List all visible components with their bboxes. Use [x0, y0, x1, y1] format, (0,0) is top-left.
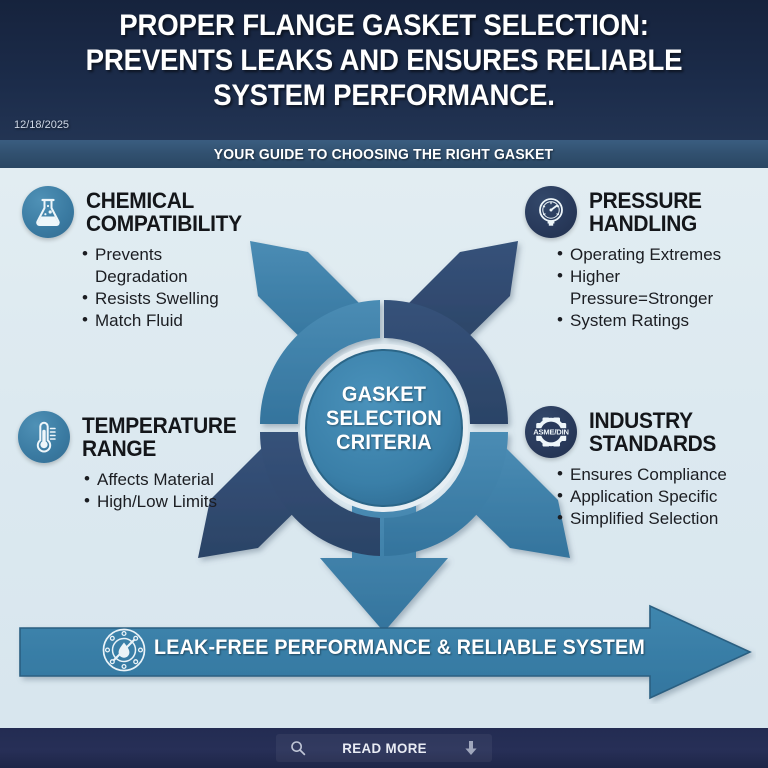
pressure-gauge-icon: [525, 186, 577, 238]
criteria-title: CHEMICAL COMPATIBILITY: [86, 188, 242, 236]
list-item: Match Fluid: [82, 309, 272, 332]
list-item: Simplified Selection: [557, 507, 768, 530]
criteria-header: PRESSURE HANDLING: [525, 186, 768, 238]
criteria-block-chemical-compatibility: CHEMICAL COMPATIBILITY Prevents Degradat…: [22, 186, 292, 332]
flange-seal-icon: [100, 626, 148, 674]
criteria-header: CHEMICAL COMPATIBILITY: [22, 186, 292, 238]
gear-icon: ASME/DIN: [525, 406, 577, 458]
criteria-header: TEMPERATURE RANGE: [18, 411, 288, 463]
criteria-bullet-list: Affects Material High/Low Limits: [84, 468, 288, 513]
arrow-down-icon[interactable]: [464, 740, 478, 756]
main-canvas: GASKET SELECTION CRITERIA CHEMICAL COMPA…: [0, 168, 768, 728]
footer-bar: READ MORE: [0, 728, 768, 768]
list-item: Operating Extremes: [557, 243, 762, 266]
list-item: Affects Material: [84, 468, 288, 491]
list-item: Application Specific: [557, 485, 768, 508]
hub-circle: [305, 349, 463, 507]
criteria-header: ASME/DIN INDUSTRY STANDARDS: [525, 406, 768, 458]
thermometer-icon: [18, 411, 70, 463]
criteria-title: TEMPERATURE RANGE: [82, 413, 237, 461]
banner-arrow-shape: [19, 604, 752, 700]
ring-segment-bottom-left: [259, 432, 380, 556]
criteria-block-pressure-handling: PRESSURE HANDLING Operating Extremes Hig…: [525, 186, 768, 332]
list-item: Higher Pressure=Stronger: [557, 265, 762, 310]
banner-label: LEAK-FREE PERFORMANCE & RELIABLE SYSTEM: [154, 636, 645, 659]
outcome-banner: LEAK-FREE PERFORMANCE & RELIABLE SYSTEM: [14, 600, 756, 704]
list-item: Resists Swelling: [82, 287, 272, 310]
subtitle-bar: YOUR GUIDE TO CHOOSING THE RIGHT GASKET: [0, 140, 768, 168]
header-banner: PROPER FLANGE GASKET SELECTION: PREVENTS…: [0, 0, 768, 140]
publish-date: 12/18/2025: [14, 119, 70, 131]
ring-segment-top-right: [384, 300, 508, 424]
read-more-pill[interactable]: READ MORE: [276, 734, 492, 762]
page-title: PROPER FLANGE GASKET SELECTION: PREVENTS…: [85, 9, 683, 112]
subtitle-text: YOUR GUIDE TO CHOOSING THE RIGHT GASKET: [214, 145, 554, 163]
list-item: Prevents Degradation: [82, 243, 272, 288]
list-item: High/Low Limits: [84, 490, 288, 513]
search-icon[interactable]: [290, 740, 306, 756]
ring-segment-top-left: [260, 300, 380, 424]
svg-text:ASME/DIN: ASME/DIN: [533, 427, 569, 436]
criteria-block-industry-standards: ASME/DIN INDUSTRY STANDARDS Ensures Comp…: [525, 406, 768, 530]
criteria-bullet-list: Operating Extremes Higher Pressure=Stron…: [557, 243, 762, 332]
criteria-title: PRESSURE HANDLING: [589, 188, 702, 236]
criteria-bullet-list: Ensures Compliance Application Specific …: [557, 463, 768, 530]
criteria-bullet-list: Prevents Degradation Resists Swelling Ma…: [82, 243, 272, 332]
criteria-title: INDUSTRY STANDARDS: [589, 408, 717, 456]
criteria-block-temperature-range: TEMPERATURE RANGE Affects Material High/…: [18, 411, 288, 513]
ring-segment-bottom-right: [384, 432, 508, 556]
read-more-label[interactable]: READ MORE: [342, 740, 428, 756]
list-item: System Ratings: [557, 309, 762, 332]
list-item: Ensures Compliance: [557, 463, 768, 486]
flask-icon: [22, 186, 74, 238]
